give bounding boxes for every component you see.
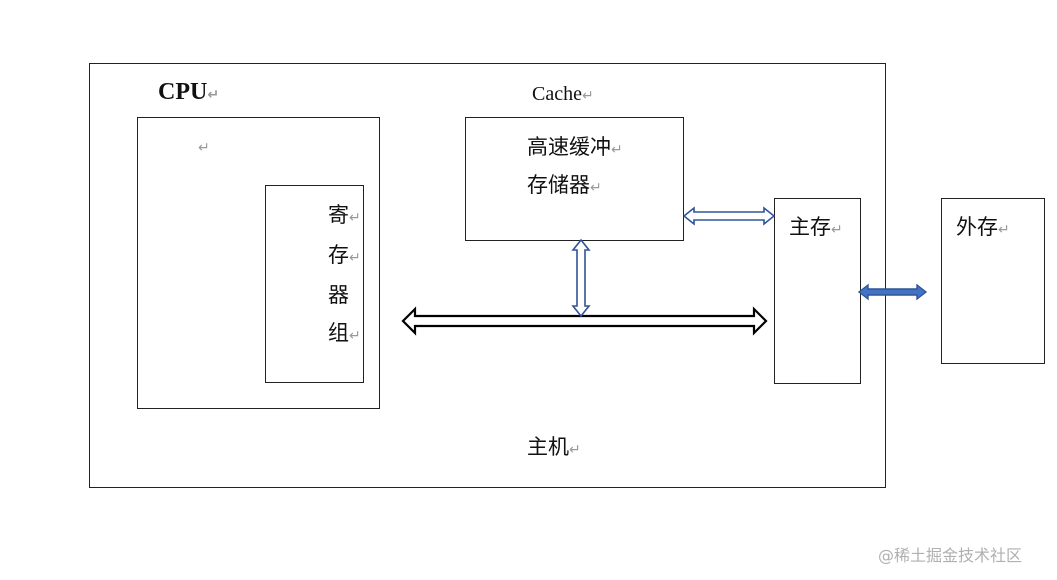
register-char: 组 — [328, 321, 349, 345]
register-label-char-1: 寄↵ — [328, 205, 361, 226]
register-char: 寄 — [328, 203, 349, 227]
register-char: 器 — [328, 283, 349, 307]
return-mark: ↵ — [198, 140, 210, 156]
register-label-char-2: 存↵ — [328, 245, 361, 266]
cpu-box — [137, 117, 380, 409]
register-label-char-4: 组↵ — [328, 323, 361, 344]
return-mark: ↵ — [349, 250, 361, 266]
return-mark: ↵ — [349, 328, 361, 344]
return-mark: ↵ — [998, 222, 1010, 238]
cache-box — [465, 117, 684, 241]
system-bus-arrow — [401, 306, 768, 336]
return-mark: ↵ — [590, 180, 602, 196]
external-storage-label-text: 外存 — [956, 215, 998, 239]
cache-label-line1: 高速缓冲↵ — [527, 137, 623, 158]
cpu-empty-paragraph: ↵ — [198, 139, 210, 155]
cache-label-line1-text: 高速缓冲 — [527, 135, 611, 159]
register-group-box — [265, 185, 364, 383]
main-memory-label-text: 主存 — [789, 215, 831, 239]
return-mark: ↵ — [581, 88, 594, 104]
main-memory-label: 主存↵ — [789, 217, 843, 238]
cache-label-line2-text: 存储器 — [527, 173, 590, 197]
cpu-title: CPU↵ — [158, 80, 219, 104]
cpu-title-text: CPU — [158, 79, 208, 105]
host-label-text: 主机 — [527, 435, 569, 459]
cache-title: Cache↵ — [532, 84, 594, 104]
external-storage-label: 外存↵ — [956, 217, 1010, 238]
cache-bus-arrow — [571, 238, 591, 318]
register-char: 存 — [328, 243, 349, 267]
return-mark: ↵ — [207, 87, 220, 103]
register-label-char-3: 器 — [328, 285, 349, 306]
cache-title-text: Cache — [532, 83, 582, 105]
return-mark: ↵ — [349, 210, 361, 226]
host-label: 主机↵ — [527, 437, 581, 458]
return-mark: ↵ — [569, 442, 581, 458]
cache-label-line2: 存储器↵ — [527, 175, 602, 196]
external-storage-box — [941, 198, 1045, 364]
main-external-storage-arrow — [857, 283, 928, 301]
host-box — [89, 63, 886, 488]
return-mark: ↵ — [831, 222, 843, 238]
cache-main-memory-arrow — [682, 206, 776, 226]
watermark: @稀土掘金技术社区 — [878, 546, 1023, 565]
return-mark: ↵ — [611, 142, 623, 158]
